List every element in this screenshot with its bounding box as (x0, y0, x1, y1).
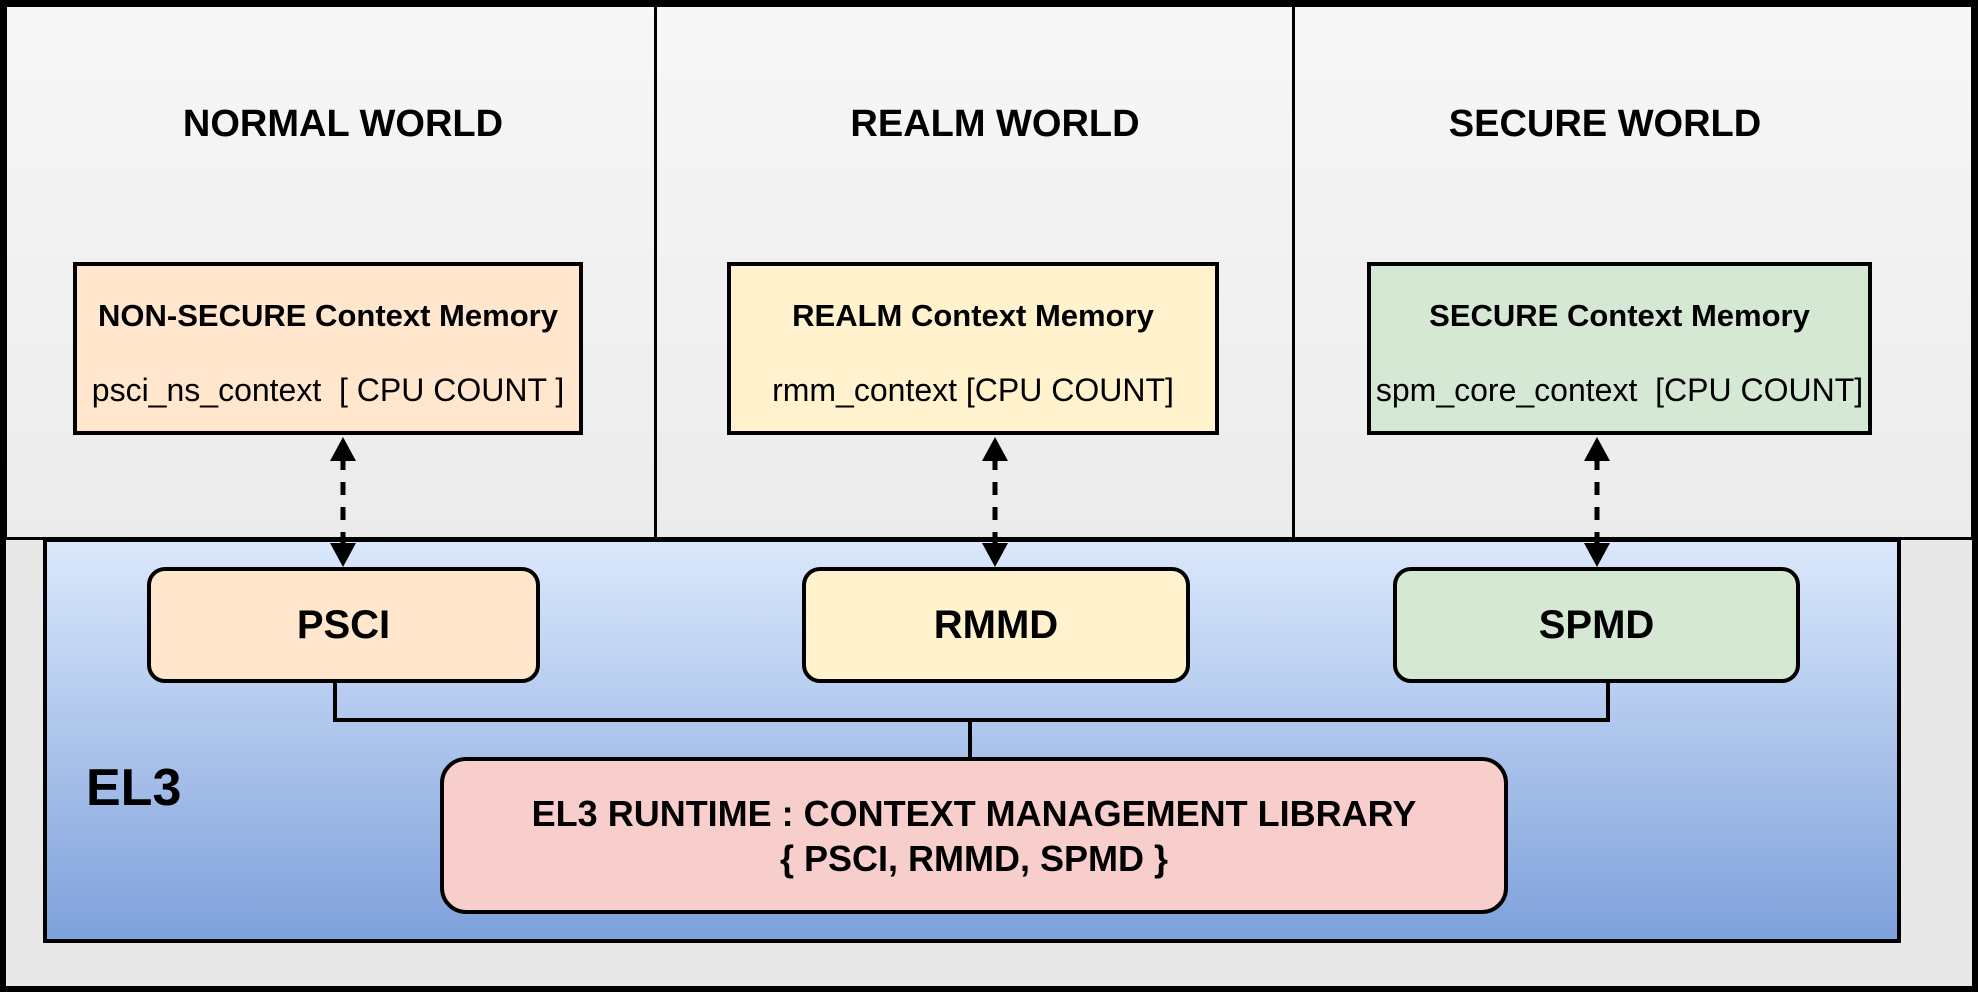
spmd-context-double-arrow (1583, 437, 1611, 567)
realm-context-memory-title: REALM Context Memory (792, 298, 1154, 333)
secure-context-memory-box: SECURE Context Memory spm_core_context [… (1367, 262, 1872, 435)
rmmd-context-double-arrow (981, 437, 1009, 567)
el3-label: EL3 (86, 759, 182, 817)
secure-world-title: SECURE WORLD (1448, 103, 1762, 145)
psci-drop-connector (333, 683, 337, 722)
arrow-down-icon (330, 543, 356, 567)
realm-context-memory-code: rmm_context [CPU COUNT] (772, 372, 1174, 408)
psci-label: PSCI (296, 602, 391, 647)
el3-runtime-box: EL3 RUNTIME : CONTEXT MANAGEMENT LIBRARY… (440, 757, 1508, 914)
arrow-down-icon (982, 543, 1008, 567)
dashed-arrow-shaft (992, 457, 998, 547)
rmmd-label: RMMD (933, 602, 1059, 647)
rmmd-box: RMMD (802, 567, 1190, 683)
el3-runtime-line1: EL3 RUNTIME : CONTEXT MANAGEMENT LIBRARY (531, 792, 1417, 834)
psci-context-double-arrow (329, 437, 357, 567)
psci-box: PSCI (147, 567, 540, 683)
realm-world-title: REALM WORLD (850, 103, 1140, 145)
dashed-arrow-shaft (340, 457, 346, 547)
non-secure-context-memory-title: NON-SECURE Context Memory (98, 298, 558, 333)
dashed-arrow-shaft (1594, 457, 1600, 547)
secure-context-memory-title: SECURE Context Memory (1429, 298, 1810, 333)
normal-world-title: NORMAL WORLD (182, 103, 504, 145)
spmd-box: SPMD (1393, 567, 1800, 683)
spmd-label: SPMD (1538, 602, 1655, 647)
realm-context-memory-box: REALM Context Memory rmm_context [CPU CO… (727, 262, 1219, 435)
runtime-stub-connector (968, 718, 972, 757)
secure-context-memory-code: spm_core_context [CPU COUNT] (1375, 372, 1864, 408)
el3-runtime-line2: { PSCI, RMMD, SPMD } (779, 837, 1169, 879)
arrow-down-icon (1584, 543, 1610, 567)
spmd-drop-connector (1606, 683, 1610, 722)
non-secure-context-memory-box: NON-SECURE Context Memory psci_ns_contex… (73, 262, 583, 435)
non-secure-context-memory-code: psci_ns_context [ CPU COUNT ] (91, 372, 565, 408)
